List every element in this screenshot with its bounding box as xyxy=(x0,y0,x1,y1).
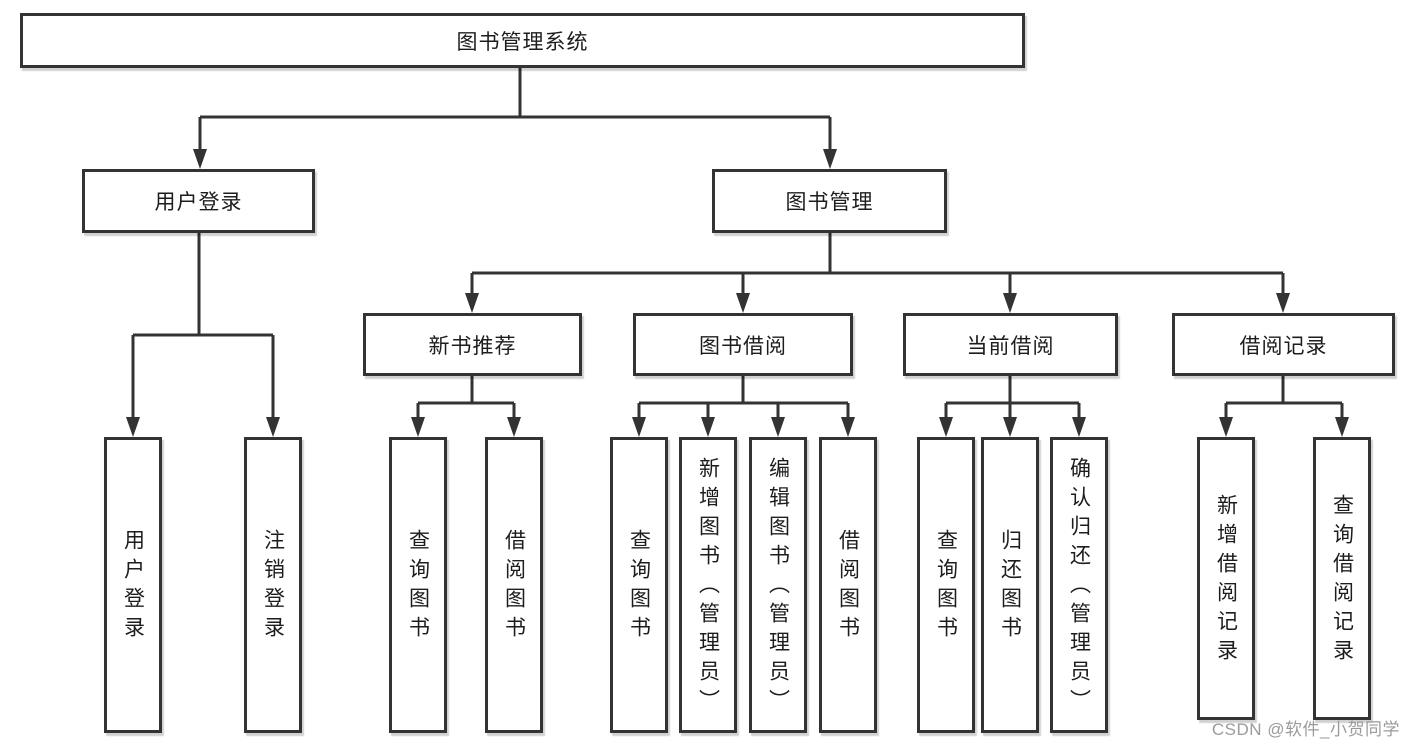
leaf-add-borrow-record: 新增借阅记录 xyxy=(1197,437,1255,720)
node-current-borrowing: 当前借阅 xyxy=(903,313,1118,376)
leaf-query-books-borrowing: 查询图书 xyxy=(610,437,668,733)
leaf-query-books-current: 查询图书 xyxy=(917,437,975,733)
leaf-confirm-return-admin: 确认归还（管理员） xyxy=(1050,437,1108,733)
leaf-user-login: 用户登录 xyxy=(104,437,162,733)
node-book-management-group: 图书管理 xyxy=(712,169,947,233)
leaf-return-book: 归还图书 xyxy=(981,437,1039,733)
leaf-borrow-books-recommend: 借阅图书 xyxy=(485,437,543,733)
leaf-logout: 注销登录 xyxy=(244,437,302,733)
node-book-borrowing: 图书借阅 xyxy=(633,313,853,376)
leaf-add-book-admin: 新增图书（管理员） xyxy=(679,437,737,733)
leaf-borrow-books-borrowing: 借阅图书 xyxy=(819,437,877,733)
csdn-watermark: CSDN @软件_小贺同学 xyxy=(1211,720,1400,739)
node-borrow-records: 借阅记录 xyxy=(1172,313,1395,376)
leaf-query-borrow-record: 查询借阅记录 xyxy=(1313,437,1371,720)
leaf-edit-book-admin: 编辑图书（管理员） xyxy=(749,437,807,733)
node-book-management-system: 图书管理系统 xyxy=(20,13,1025,68)
leaf-query-books-recommend: 查询图书 xyxy=(389,437,447,733)
node-user-login-group: 用户登录 xyxy=(82,169,315,233)
node-new-book-recommend: 新书推荐 xyxy=(363,313,582,376)
